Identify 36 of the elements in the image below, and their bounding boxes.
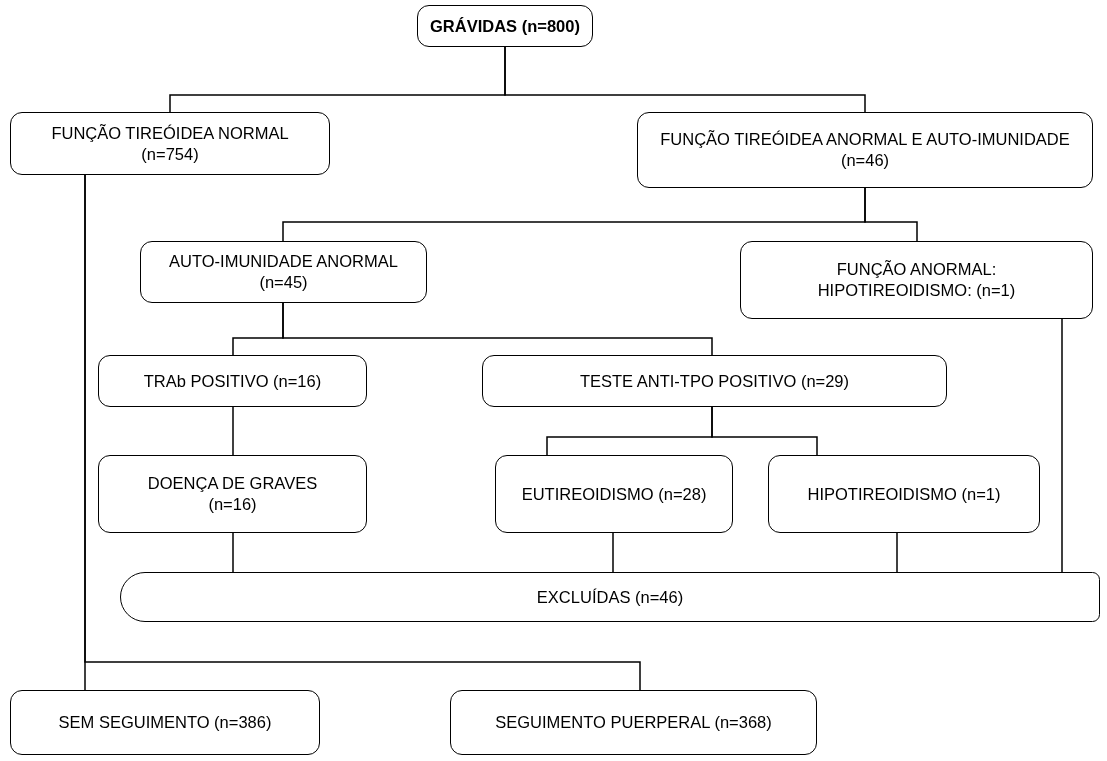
box-label: TESTE ANTI-TPO POSITIVO (n=29) [579, 370, 850, 392]
process-box [740, 241, 1093, 319]
connector-line [612, 532, 614, 573]
connector-line [711, 406, 818, 456]
box-label: EXCLUÍDAS (n=46) [536, 586, 684, 608]
connector-line [84, 174, 641, 691]
process-box [140, 241, 427, 303]
box-label: HIPOTIREOIDISMO (n=1) [807, 483, 1001, 505]
connector-line [282, 302, 713, 356]
process-box [482, 355, 947, 407]
box-label: SEGUIMENTO PUERPERAL (n=368) [495, 712, 772, 733]
process-box [98, 455, 367, 533]
connector-line [232, 532, 234, 573]
process-box [120, 572, 1100, 622]
process-box [450, 690, 817, 755]
connector-line [1061, 318, 1063, 573]
connector-line [864, 187, 918, 242]
box-label: TRAb POSITIVO (n=16) [143, 370, 322, 392]
process-box [10, 112, 330, 175]
connector-line [504, 46, 866, 113]
box-label: FUNÇÃO TIREÓIDEA NORMAL (n=754) [50, 122, 290, 165]
process-box [637, 112, 1093, 188]
connector-line [896, 532, 898, 573]
connector-line [232, 406, 234, 456]
box-label: AUTO-IMUNIDADE ANORMAL (n=45) [168, 251, 399, 293]
box-label: GRÁVIDAS (n=800) [430, 15, 580, 37]
box-label: SEM SEGUIMENTO (n=386) [58, 712, 272, 733]
process-box [768, 455, 1040, 533]
process-box [98, 355, 367, 407]
box-label: EUTIREOIDISMO (n=28) [521, 483, 707, 505]
box-label: DOENÇA DE GRAVES (n=16) [146, 473, 319, 515]
process-box [495, 455, 733, 533]
process-box [417, 5, 593, 47]
box-label: FUNÇÃO ANORMAL: HIPOTIREOIDISMO: (n=1) [816, 259, 1017, 301]
process-box [10, 690, 320, 755]
box-label: FUNÇÃO TIREÓIDEA ANORMAL E AUTO-IMUNIDADE (n=46) [659, 129, 1071, 171]
